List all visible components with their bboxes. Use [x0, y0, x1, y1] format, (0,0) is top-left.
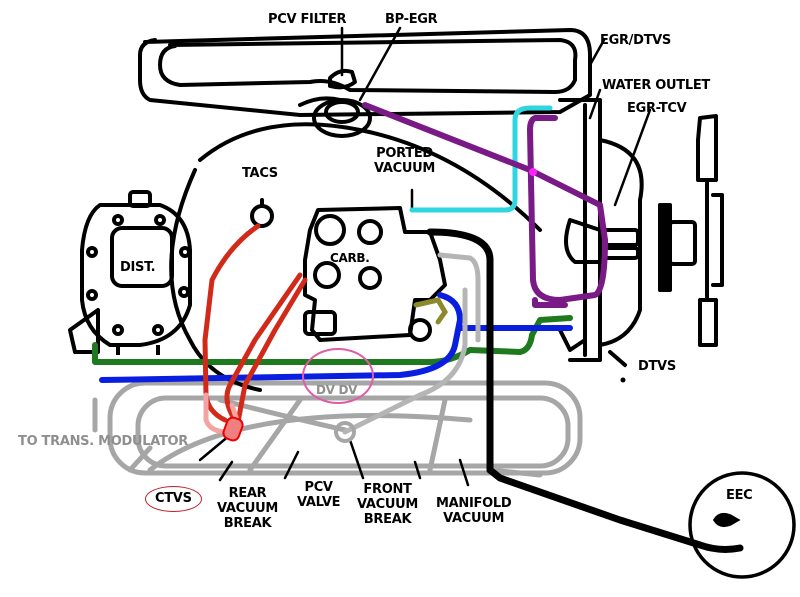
label-dtvs: DTVS: [638, 359, 676, 374]
label-pcv-valve-line1: PCV: [304, 480, 333, 495]
label-tacs: TACS: [242, 166, 278, 181]
label-egr-dtvs: EGR/DTVS: [600, 33, 671, 48]
dvdv-highlight-circle: [302, 348, 374, 404]
ctvs-highlight-circle: [145, 486, 202, 512]
label-manifold-vacuum-line1: MANIFOLD: [436, 496, 512, 511]
label-bp-egr: BP-EGR: [385, 12, 438, 27]
dtvs-dot: [620, 377, 626, 383]
label-pcv-valve: PCV VALVE: [297, 480, 340, 510]
label-rear-vacuum-break-line1: REAR: [228, 486, 267, 501]
label-carb: CARB.: [330, 251, 370, 265]
hose-green: [92, 315, 573, 365]
hose-gray: [342, 252, 481, 435]
label-pcv-valve-line2: VALVE: [297, 495, 341, 510]
hose-cyan: [409, 105, 553, 213]
label-to-trans-modulator: TO TRANS. MODULATOR: [18, 434, 188, 449]
hose-junction-dot: [529, 168, 537, 176]
label-rear-vacuum-break-line2: VACUUM: [217, 501, 279, 516]
hose-purple: [362, 102, 608, 308]
label-rear-vacuum-break-line3: BREAK: [223, 516, 272, 531]
label-dist: DIST.: [120, 260, 156, 275]
label-front-vacuum-break-line2: VACUUM: [357, 497, 419, 512]
label-rear-vacuum-break: REAR VACUUM BREAK: [217, 486, 278, 531]
label-pcv-filter: PCV FILTER: [268, 12, 347, 27]
label-eec: EEC: [726, 488, 753, 503]
label-manifold-vacuum: MANIFOLD VACUUM: [436, 496, 512, 526]
eec-canister: [688, 471, 796, 579]
hose-olive: [413, 297, 448, 325]
ctvs-valve: [222, 416, 244, 442]
pcv-valve-ghost: [334, 421, 356, 443]
label-water-outlet: WATER OUTLET: [602, 78, 710, 93]
label-front-vacuum-break-line1: FRONT: [363, 482, 412, 497]
label-ported-vacuum: PORTED VACUUM: [374, 146, 435, 176]
label-front-vacuum-break-line3: BREAK: [363, 512, 412, 527]
engine-outline: [138, 28, 724, 392]
leader-lines: [198, 26, 652, 487]
label-ctvs: CTVS: [155, 491, 192, 506]
label-egr-tcv: EGR-TCV: [627, 101, 687, 116]
hose-manifold-black: [426, 228, 744, 553]
label-ported-vacuum-line1: PORTED: [376, 146, 433, 161]
hose-red: [202, 223, 308, 425]
label-dvdv: DV DV: [316, 383, 358, 397]
label-front-vacuum-break: FRONT VACUUM BREAK: [357, 482, 418, 527]
label-ported-vacuum-line2: VACUUM: [374, 161, 436, 176]
label-manifold-vacuum-line2: VACUUM: [443, 511, 505, 526]
